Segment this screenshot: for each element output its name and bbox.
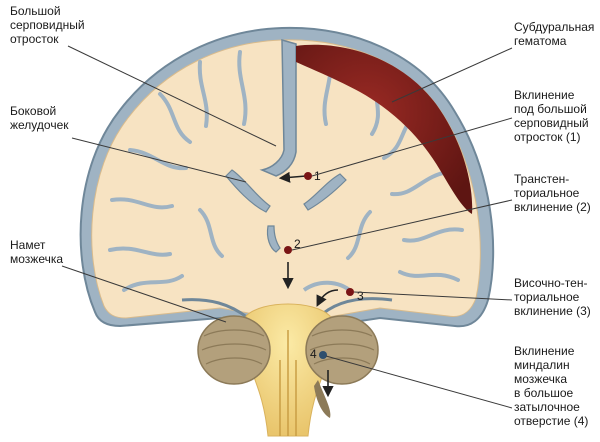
label-subfalcine: Вклинение под большой серповидный отрост… <box>514 88 589 144</box>
cerebellum <box>197 315 379 418</box>
label-tentorium: Намет мозжечка <box>10 238 64 266</box>
leader-lines <box>61 45 513 409</box>
brainstem-grooves <box>279 330 297 436</box>
label-temporal: Височно-тен- ториальное вклинение (3) <box>514 276 591 318</box>
arrow-1 <box>278 171 307 183</box>
marker-1-number: 1 <box>314 169 321 183</box>
marker-3-dot <box>346 288 354 296</box>
subdural-hematoma <box>296 44 473 215</box>
label-transtentorial: Транстен- ториальное вклинение (2) <box>514 172 591 214</box>
label-tonsillar: Вклинение миндалин мозжечка в большое за… <box>514 344 589 428</box>
lateral-ventricles <box>225 169 347 253</box>
marker-2-number: 2 <box>294 237 301 251</box>
marker-1-dot <box>304 172 312 180</box>
arrow-3 <box>316 289 339 307</box>
marker-2-dot <box>284 246 292 254</box>
label-lateral-ventricle: Боковой желудочек <box>10 104 69 132</box>
marker-4-number: 4 <box>310 347 317 361</box>
marker-3-number: 3 <box>357 289 364 303</box>
marker-4-dot <box>319 351 327 359</box>
falx-cerebri <box>259 39 297 177</box>
label-hematoma: Субдуральная гематома <box>514 20 595 48</box>
label-falx: Большой серповидный отросток <box>10 4 85 46</box>
